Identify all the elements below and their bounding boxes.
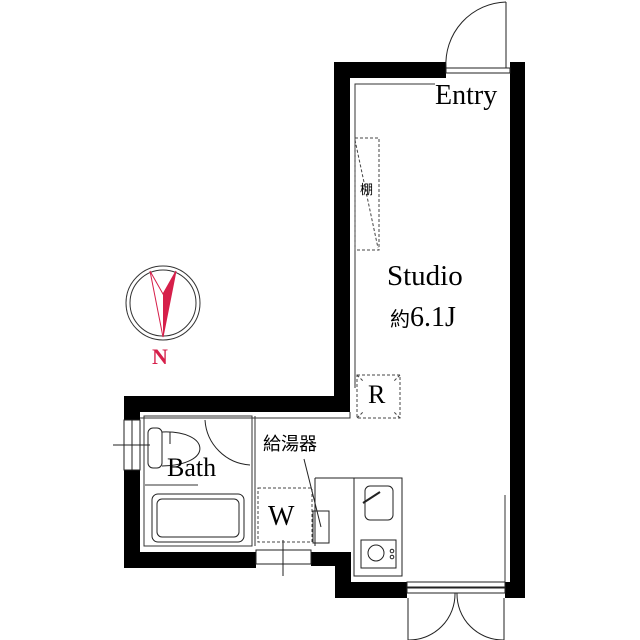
entry-label: Entry <box>435 80 498 111</box>
studio-area: 約6.1J <box>390 304 456 332</box>
inner-lines <box>140 83 506 582</box>
studio-label: Studio <box>387 260 463 292</box>
bathtub <box>151 493 245 543</box>
bath-window <box>113 419 150 471</box>
area-value: 6.1J <box>410 302 456 333</box>
shelf <box>354 137 380 251</box>
toilet <box>147 427 201 469</box>
water-heater <box>303 458 355 546</box>
fridge-space <box>356 374 401 419</box>
washer-label: W <box>268 501 295 532</box>
fridge-label: R <box>368 380 386 409</box>
shelf-label: 棚 <box>360 183 374 198</box>
washroom-window <box>255 540 312 576</box>
balcony-door <box>406 581 506 640</box>
walls <box>124 62 525 598</box>
compass-icon <box>125 265 201 341</box>
north-label: N <box>152 344 168 369</box>
area-prefix: 約 <box>390 309 410 331</box>
entry-door <box>445 1 511 74</box>
kitchen-counter <box>353 477 403 577</box>
water-heater-label: 給湯器 <box>263 434 317 455</box>
bath-label: Bath <box>167 453 217 482</box>
bath-door <box>204 419 251 466</box>
washer-space <box>257 487 313 543</box>
